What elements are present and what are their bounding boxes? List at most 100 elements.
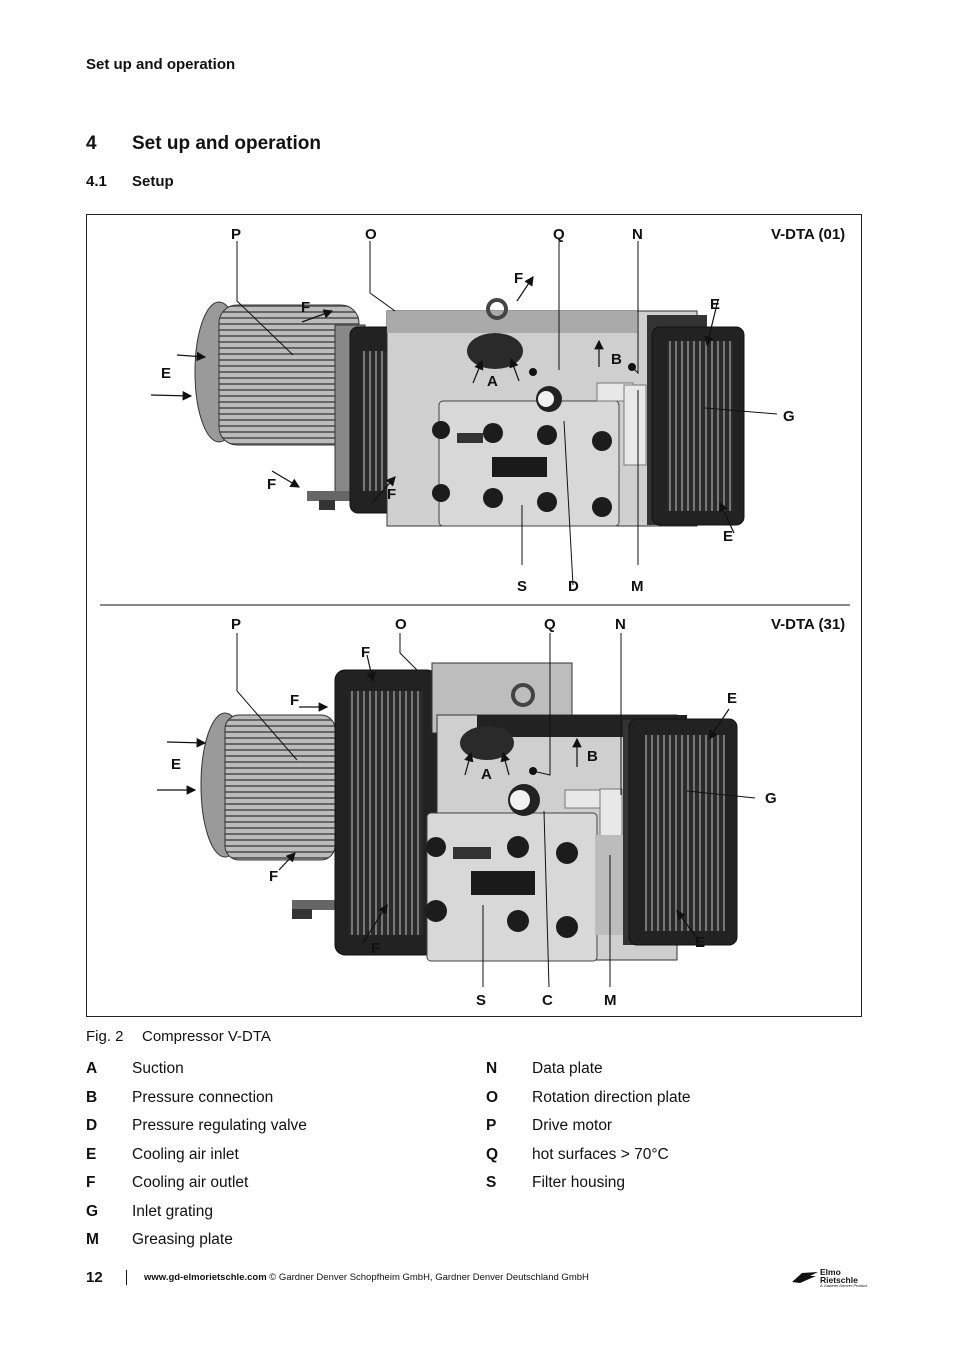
legend-key: M [86,1231,99,1248]
section-title: Set up and operation [132,133,321,154]
bottom-label-f-2: F [290,692,299,709]
top-label-o: O [365,226,377,243]
top-label-g: G [783,408,795,425]
subsection-heading: 4.1 Setup [86,173,174,190]
legend-key: S [486,1174,497,1191]
legend-item: A Suction [86,1059,307,1088]
top-label-f-3: F [267,476,276,493]
legend-text: Cooling air inlet [132,1145,239,1163]
footer-divider [126,1270,127,1285]
top-label-f-1: F [514,270,523,287]
swoosh-icon [792,1272,818,1283]
legend-key: A [86,1060,98,1077]
figure-caption: Fig. 2 Compressor V-DTA [86,1028,271,1045]
bottom-label-c: C [542,992,553,1009]
footer-text: www.gd-elmorietschle.com © Gardner Denve… [144,1272,589,1283]
figure-compressor: P O Q N V-DTA (01) F F E E B A G F F E S… [86,214,862,1017]
top-label-q: Q [553,226,565,243]
bottom-label-e-3: E [695,934,705,951]
legend-item: D Pressure regulating valve [86,1116,307,1145]
logo-line-1: Elmo [820,1267,841,1277]
legend-column-right: N Data plate O Rotation direction plate P D… [486,1059,691,1202]
section-heading: 4 Set up and operation [86,133,321,155]
subsection-title: Setup [132,173,174,190]
legend-text: Drive motor [532,1117,613,1134]
bottom-label-e-2: E [171,756,181,773]
bottom-label-m: M [604,992,617,1009]
page-footer: 12 www.gd-elmorietschle.com © Gardner De… [86,1267,868,1292]
legend-item: M Greasing plate [86,1230,307,1259]
legend-text: hot surfaces > 70°C [532,1145,669,1163]
bottom-label-n: N [615,616,626,633]
legend-text: Cooling air outlet [132,1174,249,1191]
bottom-label-p: P [231,616,241,633]
legend-item: O Rotation direction plate [486,1088,691,1117]
logo-line-2: Rietschle [820,1275,858,1285]
bottom-label-f-4: F [371,940,380,957]
legend-text: Rotation direction plate [532,1088,691,1106]
figure-number: Fig. 2 [86,1028,124,1045]
bottom-label-b: B [587,748,598,765]
legend-key: N [486,1060,498,1077]
top-compressor-drawing [194,298,745,527]
legend-item: F Cooling air outlet [86,1173,307,1202]
bottom-label-f-1: F [361,644,370,661]
top-label-a: A [487,373,498,390]
legend-text: Pressure connection [132,1088,274,1106]
top-label-m: M [631,578,644,595]
legend-item: E Cooling air inlet [86,1145,307,1174]
legend-text: Data plate [532,1060,603,1077]
legend-text: Inlet grating [132,1202,213,1220]
top-label-e-1: E [710,296,720,313]
legend-text: Greasing plate [132,1231,233,1248]
legend-key: P [486,1117,497,1134]
bottom-label-e-1: E [727,690,737,707]
top-label-e-2: E [161,365,171,382]
legend-item: S Filter housing [486,1173,691,1202]
logo-subtitle: A Gardner Denver Product [820,1283,868,1288]
legend-text: Suction [132,1060,184,1077]
page-number: 12 [86,1269,103,1286]
legend-item: N Data plate [486,1059,691,1088]
legend-item: P Drive motor [486,1116,691,1145]
top-label-f-2: F [301,299,310,316]
legend-key: B [86,1088,98,1106]
footer-copyright: © Gardner Denver Schopfheim GmbH, Gardne… [266,1272,589,1283]
legend-text: Filter housing [532,1174,626,1191]
top-label-b: B [611,351,622,368]
bottom-label-g: G [765,790,777,807]
legend-key: O [486,1088,499,1106]
running-head: Set up and operation [86,56,236,73]
bottom-compressor-drawing [200,662,738,962]
legend-column-left: A Suction B Pressure connection D Pressure … [86,1059,307,1259]
top-label-s: S [517,578,527,595]
legend-key: D [86,1117,98,1134]
legend-item: B Pressure connection [86,1088,307,1117]
top-label-f-4: F [387,486,396,503]
subsection-number: 4.1 [86,173,107,190]
top-model-label: V-DTA (01) [771,226,845,243]
legend-key: G [86,1202,99,1220]
bottom-label-q: Q [544,616,556,633]
bottom-label-o: O [395,616,407,633]
legend-text: Pressure regulating valve [132,1117,307,1134]
legend-key: F [86,1174,96,1191]
legend-item: G Inlet grating [86,1202,307,1231]
top-label-n: N [632,226,643,243]
bottom-label-s: S [476,992,486,1009]
section-number: 4 [86,133,97,154]
bottom-label-f-3: F [269,868,278,885]
bottom-model-label: V-DTA (31) [771,616,845,633]
footer-url-link[interactable]: www.gd-elmorietschle.com [144,1272,267,1283]
figure-caption-text: Compressor V-DTA [142,1028,271,1045]
top-label-d: D [568,578,579,595]
top-label-e-3: E [723,528,733,545]
legend-key: E [86,1145,97,1163]
bottom-label-a: A [481,766,492,783]
legend-key: Q [486,1145,499,1163]
top-label-p: P [231,226,241,243]
compressor-illustration: P O Q N V-DTA (01) F F E E B A G F F E S… [100,226,850,1009]
